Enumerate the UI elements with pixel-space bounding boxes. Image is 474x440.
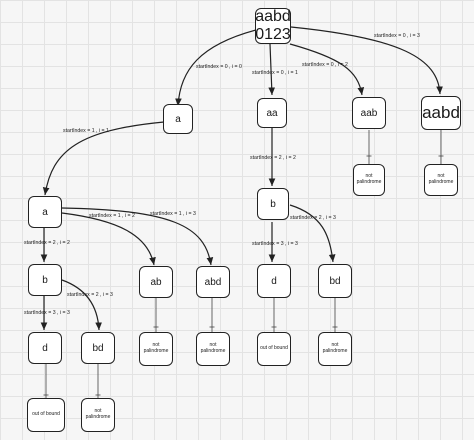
- node-aabd: aabd: [421, 96, 461, 130]
- edge-root-aa: [268, 43, 276, 96]
- node-a-level2: a: [28, 196, 62, 228]
- root-string: aabd: [255, 8, 291, 26]
- edge-label-bright-d: startIndex = 3 , i = 3: [252, 241, 298, 247]
- node-bd-left-not-palindrome: not palindrome: [81, 398, 115, 432]
- node-d-left: d: [28, 332, 62, 364]
- edge-label-root-a1: startIndex = 0 , i = 0: [196, 64, 242, 70]
- node-ab-not-palindrome: not palindrome: [139, 332, 173, 366]
- edge-label-a1-a2: startIndex = 1 , i = 1: [63, 128, 109, 134]
- edge-label-root-aab: startIndex = 0 , i = 2: [302, 62, 348, 68]
- edge-root-aabd: [290, 26, 443, 95]
- edge-label-root-aabd: startIndex = 0 , i = 3: [374, 33, 420, 39]
- node-bd-right: bd: [318, 264, 352, 298]
- node-d-right-out-of-bound: out of bound: [257, 332, 291, 366]
- edge-bleft-bd: [61, 279, 102, 331]
- edge-label-bleft-d: startIndex = 3 , i = 3: [24, 310, 70, 316]
- root-node: aabd 0123: [255, 8, 291, 44]
- edge-a1-a2: [42, 121, 165, 196]
- edge-root-a1: [175, 29, 257, 107]
- edge-a2-ab: [61, 212, 156, 266]
- node-d-left-out-of-bound: out of bound: [27, 398, 65, 432]
- edge-a2-abd: [61, 207, 214, 266]
- node-a-level1: a: [163, 104, 193, 134]
- edge-label-bright-bd: startIndex = 2 , i = 3: [290, 215, 336, 221]
- node-aabd-not-palindrome: not palindrome: [424, 164, 458, 196]
- edge-label-a2-b: startIndex = 2 , i = 2: [24, 240, 70, 246]
- node-aab: aab: [352, 97, 386, 129]
- node-ab: ab: [139, 266, 173, 298]
- node-bd-left: bd: [81, 332, 115, 364]
- edge-label-a2-abd: startIndex = 1 , i = 3: [150, 211, 196, 217]
- edge-label-a2-ab: startIndex = 1 , i = 2: [89, 213, 135, 219]
- edge-label-bleft-bd: startIndex = 2 , i = 3: [67, 292, 113, 298]
- node-b-left: b: [28, 264, 62, 296]
- edge-root-aab: [289, 43, 365, 96]
- node-abd-not-palindrome: not palindrome: [196, 332, 230, 366]
- node-aa: aa: [257, 98, 287, 128]
- edge-label-root-aa: startIndex = 0 , i = 1: [252, 70, 298, 76]
- edge-label-aa-b: startIndex = 2 , i = 2: [250, 155, 296, 161]
- edge-bright-bd: [289, 204, 336, 263]
- node-aab-not-palindrome: not palindrome: [353, 164, 385, 196]
- node-d-right: d: [257, 264, 291, 298]
- root-indices: 0123: [255, 26, 291, 43]
- node-b-right: b: [257, 188, 289, 220]
- node-bd-right-not-palindrome: not palindrome: [318, 332, 352, 366]
- node-abd: abd: [196, 266, 230, 298]
